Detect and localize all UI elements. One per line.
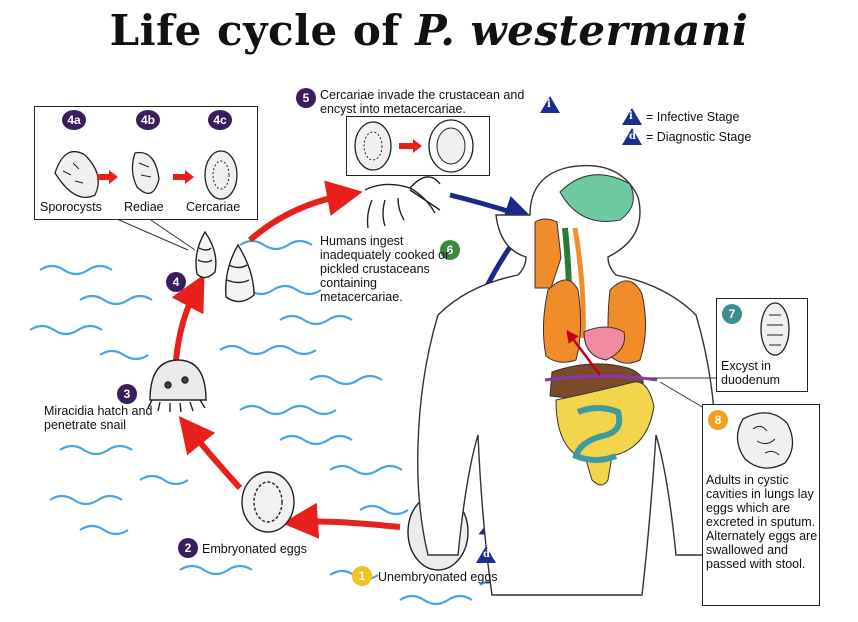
cercariae-label: Cercariae: [186, 200, 241, 214]
snail-illustrations: [195, 230, 255, 303]
stage-1-badge: 1: [352, 566, 372, 586]
stage-8-label: Adults in cystic cavities in lungs lay e…: [706, 473, 818, 571]
page-title: Life cycle of P. westermani: [0, 6, 858, 55]
stage-2-label: Embryonated eggs: [202, 542, 307, 556]
legend-diagnostic-icon: d: [622, 128, 642, 145]
infective-stage-marker: i: [540, 96, 560, 113]
diagnostic-stage-marker: d: [476, 546, 496, 563]
human-body-illustration: [417, 164, 717, 596]
legend-infective-label: = Infective Stage: [646, 109, 740, 124]
excysted-fluke-illustration: [760, 302, 790, 356]
diagnostic-marker-letter: d: [483, 549, 490, 560]
legend-infective-icon: i: [622, 108, 642, 125]
snail-stages-illustrations: [54, 150, 238, 200]
metacercariae-illustration: [354, 119, 474, 173]
legend-infective: i = Infective Stage: [622, 108, 739, 125]
infective-marker-letter: i: [547, 99, 551, 110]
stage-4b-badge: 4b: [136, 110, 160, 130]
stage-7-badge: 7: [722, 304, 742, 324]
title-species: P. westermani: [415, 6, 749, 55]
legend-diagnostic-symbol: d: [629, 131, 636, 142]
stage-4a-badge: 4a: [62, 110, 86, 130]
legend-diagnostic-label: = Diagnostic Stage: [646, 129, 752, 144]
stage-7-box: Excyst in duodenum: [716, 298, 808, 392]
stage-3-badge: 3: [117, 384, 137, 404]
crustacean-illustration: [364, 176, 441, 229]
callout-lines: [109, 215, 718, 409]
stage-2-badge: 2: [178, 538, 198, 558]
stage-7-label: Excyst in duodenum: [721, 359, 781, 387]
stage-8-badge: 8: [708, 410, 728, 430]
stage-4-badge: 4: [166, 272, 186, 292]
stage-3-label: Miracidia hatch and penetrate snail: [44, 404, 153, 432]
rediae-label: Rediae: [124, 200, 164, 214]
stage-6-badge: 6: [440, 240, 460, 260]
miracidium-illustration: [147, 359, 207, 413]
legend-infective-symbol: i: [629, 111, 633, 122]
sporocysts-label: Sporocysts: [40, 200, 102, 214]
stage-8-box: Adults in cystic cavities in lungs lay e…: [702, 404, 820, 606]
stage-1-label: Unembryonated eggs: [378, 570, 498, 584]
title-prefix: Life cycle of: [109, 6, 416, 55]
adult-fluke-illustration: [736, 412, 794, 469]
stage-4c-badge: 4c: [208, 110, 232, 130]
metacercariae-box: [346, 116, 490, 176]
red-arrows: [171, 180, 401, 539]
stage-5-badge: 5: [296, 88, 316, 108]
stage-6-label: Humans ingest inadequately cooked or pic…: [320, 234, 450, 304]
legend-diagnostic: d = Diagnostic Stage: [622, 128, 751, 145]
stage-5-label: Cercariae invade the crustacean and ency…: [320, 88, 525, 116]
